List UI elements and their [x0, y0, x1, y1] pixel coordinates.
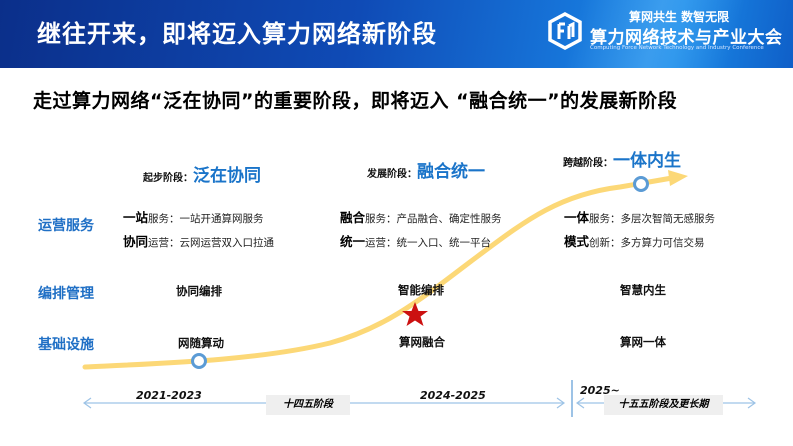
- service-line: 统一运营：统一入口、统一平台: [340, 231, 491, 250]
- service-line: 一站服务：一站开通算网服务: [123, 207, 264, 226]
- year-range-1: 2021-2023: [136, 389, 202, 402]
- service-text: 服务：产品融合、确定性服务: [365, 213, 502, 225]
- stage-name: 融合统一: [417, 162, 485, 182]
- period-label-15th: 十五五阶段及更长期: [604, 395, 723, 415]
- conference-slogan: 算网共生 数智无限: [629, 10, 730, 24]
- stage-heading-2: 发展阶段：融合统一: [367, 157, 485, 182]
- service-text: 服务：一站开通算网服务: [148, 213, 264, 225]
- slide-subtitle: 走过算力网络“泛在协同”的重要阶段，即将迈入 “融合统一”的发展新阶段: [33, 90, 678, 112]
- service-bold: 融合: [340, 210, 366, 225]
- arrow-left-icon: [575, 397, 585, 409]
- year-range-3: 2025~: [580, 384, 620, 397]
- arrow-left-icon: [82, 397, 92, 409]
- service-text: 运营：云网运营双入口拉通: [148, 237, 275, 249]
- year-range-2: 2024-2025: [420, 389, 486, 402]
- stage-heading-3: 跨越阶段：一体内生: [563, 146, 681, 171]
- stage-name: 一体内生: [613, 151, 681, 171]
- service-line: 融合服务：产品融合、确定性服务: [340, 207, 502, 226]
- service-bold: 协同: [123, 234, 149, 249]
- period-label-14th: 十四五阶段: [266, 395, 350, 415]
- conference-name-en: Computing Force Network Technology and I…: [590, 45, 764, 51]
- arrow-right-icon: [747, 397, 757, 409]
- service-text: 服务：多层次智简无感服务: [589, 213, 716, 225]
- service-bold: 一体: [564, 210, 590, 225]
- infrastructure-node: 网随算动: [178, 336, 224, 350]
- page-title: 继往开来，即将迈入算力网络新阶段: [37, 20, 437, 48]
- row-label-operations: 运营服务: [38, 218, 94, 234]
- circle-marker-icon: [191, 353, 207, 369]
- star-marker-icon: [402, 302, 428, 326]
- infrastructure-node: 算网一体: [620, 335, 666, 349]
- service-text: 运营：统一入口、统一平台: [365, 237, 492, 249]
- stage-key: 跨越阶段：: [563, 158, 613, 169]
- service-line: 协同运营：云网运营双入口拉通: [123, 231, 274, 250]
- stage-key: 发展阶段：: [367, 169, 417, 180]
- orchestration-node: 智能编排: [398, 283, 444, 297]
- orchestration-node: 智慧内生: [620, 283, 666, 297]
- conference-name: 算力网络技术与产业大会: [590, 28, 783, 48]
- circle-marker-icon: [633, 176, 649, 192]
- infrastructure-node: 算网融合: [399, 335, 445, 349]
- service-text: 创新：多方算力可信交易: [589, 237, 705, 249]
- service-bold: 统一: [340, 234, 366, 249]
- arrow-head-icon: [668, 170, 688, 186]
- service-line: 模式创新：多方算力可信交易: [564, 231, 705, 250]
- service-line: 一体服务：多层次智简无感服务: [564, 207, 715, 226]
- stage-name: 泛在协同: [193, 166, 261, 186]
- cfn-hexagon-logo-icon: [548, 12, 582, 50]
- service-bold: 模式: [564, 234, 590, 249]
- orchestration-node: 协同编排: [176, 284, 222, 298]
- arrow-right-icon: [556, 397, 566, 409]
- stage-key: 起步阶段：: [143, 173, 193, 184]
- row-label-orchestration: 编排管理: [38, 286, 94, 302]
- stage-heading-1: 起步阶段：泛在协同: [143, 161, 261, 186]
- service-bold: 一站: [123, 210, 149, 225]
- header-banner: 继往开来，即将迈入算力网络新阶段 算网共生 数智无限 算力网络技术与产业大会 C…: [0, 0, 793, 68]
- row-label-infrastructure: 基础设施: [38, 337, 94, 353]
